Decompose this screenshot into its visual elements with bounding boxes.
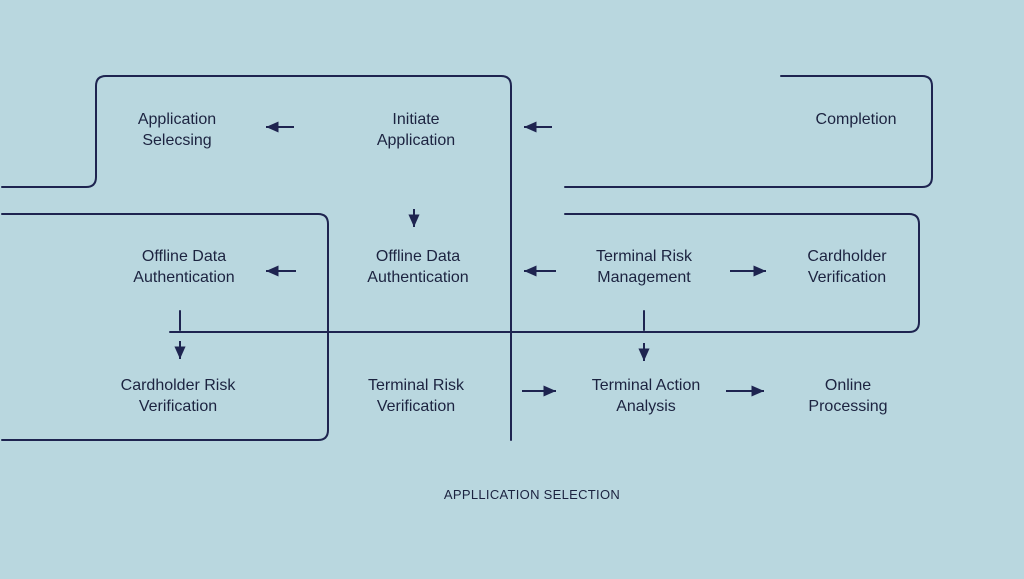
node-terminal-risk-verification: Terminal Risk Verification [367,377,464,415]
node-cardholder-verification: Cardholder Verification [807,248,887,286]
node-offline-data-auth-left: Offline Data Authentication [133,248,235,286]
node-initiate-application: Initiate Application [376,111,456,149]
frame-top-right [564,75,933,188]
node-online-processing: Online Processing [808,377,888,415]
frame-middle-right [169,213,920,333]
node-terminal-risk-management: Terminal Risk Management [595,248,692,286]
diagram-caption: APPLLICATION SELECTION [443,487,621,502]
frame-top-left [1,75,512,441]
frame-middle-left [1,213,329,441]
node-cardholder-risk-verification: Cardholder Risk Verification [120,377,236,415]
node-completion: Completion [815,111,897,128]
node-offline-data-auth-center: Offline Data Authentication [367,248,469,286]
node-application-selecting: Application Selecsing [137,111,217,149]
node-terminal-action-analysis: Terminal Action Analysis [591,377,701,415]
